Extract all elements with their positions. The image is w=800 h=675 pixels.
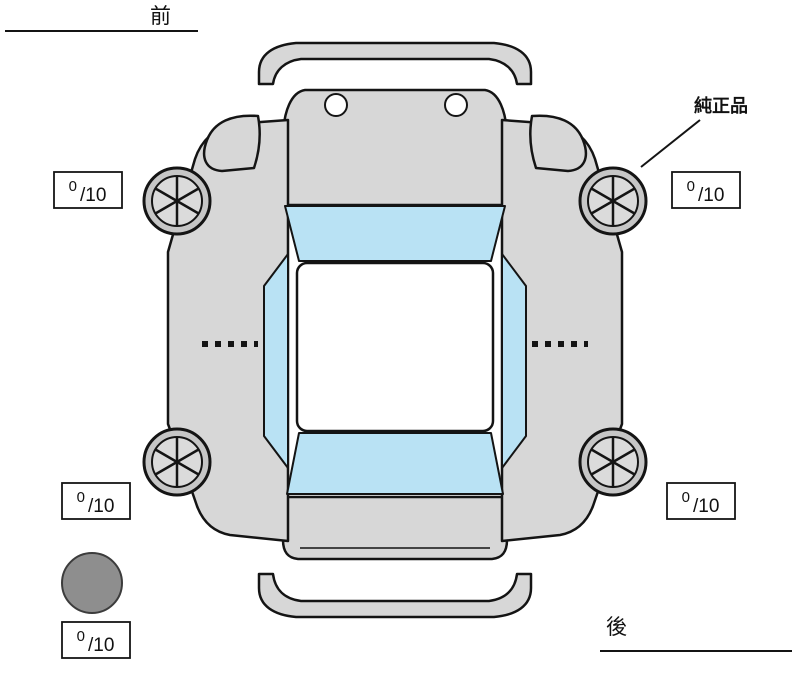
hood-circle-left <box>324 93 348 117</box>
front-label: 前 <box>150 5 171 28</box>
rear-label-group: 後 <box>600 616 792 652</box>
genuine-part-label: 純正品 <box>694 95 748 116</box>
wheel-rear-right <box>578 427 648 497</box>
windshield <box>284 205 506 262</box>
right-door-glass <box>501 253 527 469</box>
tread-box-spare: 0 /10 <box>61 621 131 659</box>
tread-scale: /10 <box>693 496 719 517</box>
tread-box-frame <box>671 171 741 209</box>
hood-circle-right <box>444 93 468 117</box>
tread-value: 0 <box>77 489 85 506</box>
tread-box-frame <box>61 621 131 659</box>
left-door-glass <box>263 253 289 469</box>
trunk <box>281 495 509 561</box>
wheel-front-right <box>578 166 648 236</box>
tread-box-frame <box>53 171 123 209</box>
genuine-part-pointer-line <box>640 119 701 168</box>
front-label-group: 前 <box>5 5 198 32</box>
tread-box-front-right: 0 /10 <box>671 171 741 209</box>
wheel-rear-left <box>142 427 212 497</box>
spare-tire-circle <box>61 552 123 614</box>
genuine-part-label-group: 純正品 <box>640 95 748 168</box>
tread-scale: /10 <box>88 496 114 517</box>
spokes <box>590 437 636 487</box>
rear-window <box>286 432 504 495</box>
left-mirror <box>202 114 261 173</box>
front-bumper <box>257 41 533 86</box>
tread-scale: /10 <box>80 185 106 206</box>
spokes <box>154 437 200 487</box>
tread-scale: /10 <box>698 185 724 206</box>
glass-areas <box>263 205 527 495</box>
tread-box-frame <box>61 482 131 520</box>
roof <box>295 261 495 433</box>
tread-value: 0 <box>77 628 85 645</box>
wheel-front-left <box>142 166 212 236</box>
tread-scale: /10 <box>88 635 114 656</box>
tread-value: 0 <box>69 178 77 195</box>
tread-value: 0 <box>682 489 690 506</box>
rear-bumper <box>257 572 533 619</box>
tread-box-frame <box>666 482 736 520</box>
rear-label: 後 <box>606 616 627 639</box>
tread-value: 0 <box>687 178 695 195</box>
tread-box-rear-right: 0 /10 <box>666 482 736 520</box>
hood <box>281 88 509 207</box>
spokes <box>154 176 200 226</box>
tread-box-front-left: 0 /10 <box>53 171 123 209</box>
tread-box-rear-left: 0 /10 <box>61 482 131 520</box>
spokes <box>590 176 636 226</box>
right-mirror <box>529 114 588 173</box>
